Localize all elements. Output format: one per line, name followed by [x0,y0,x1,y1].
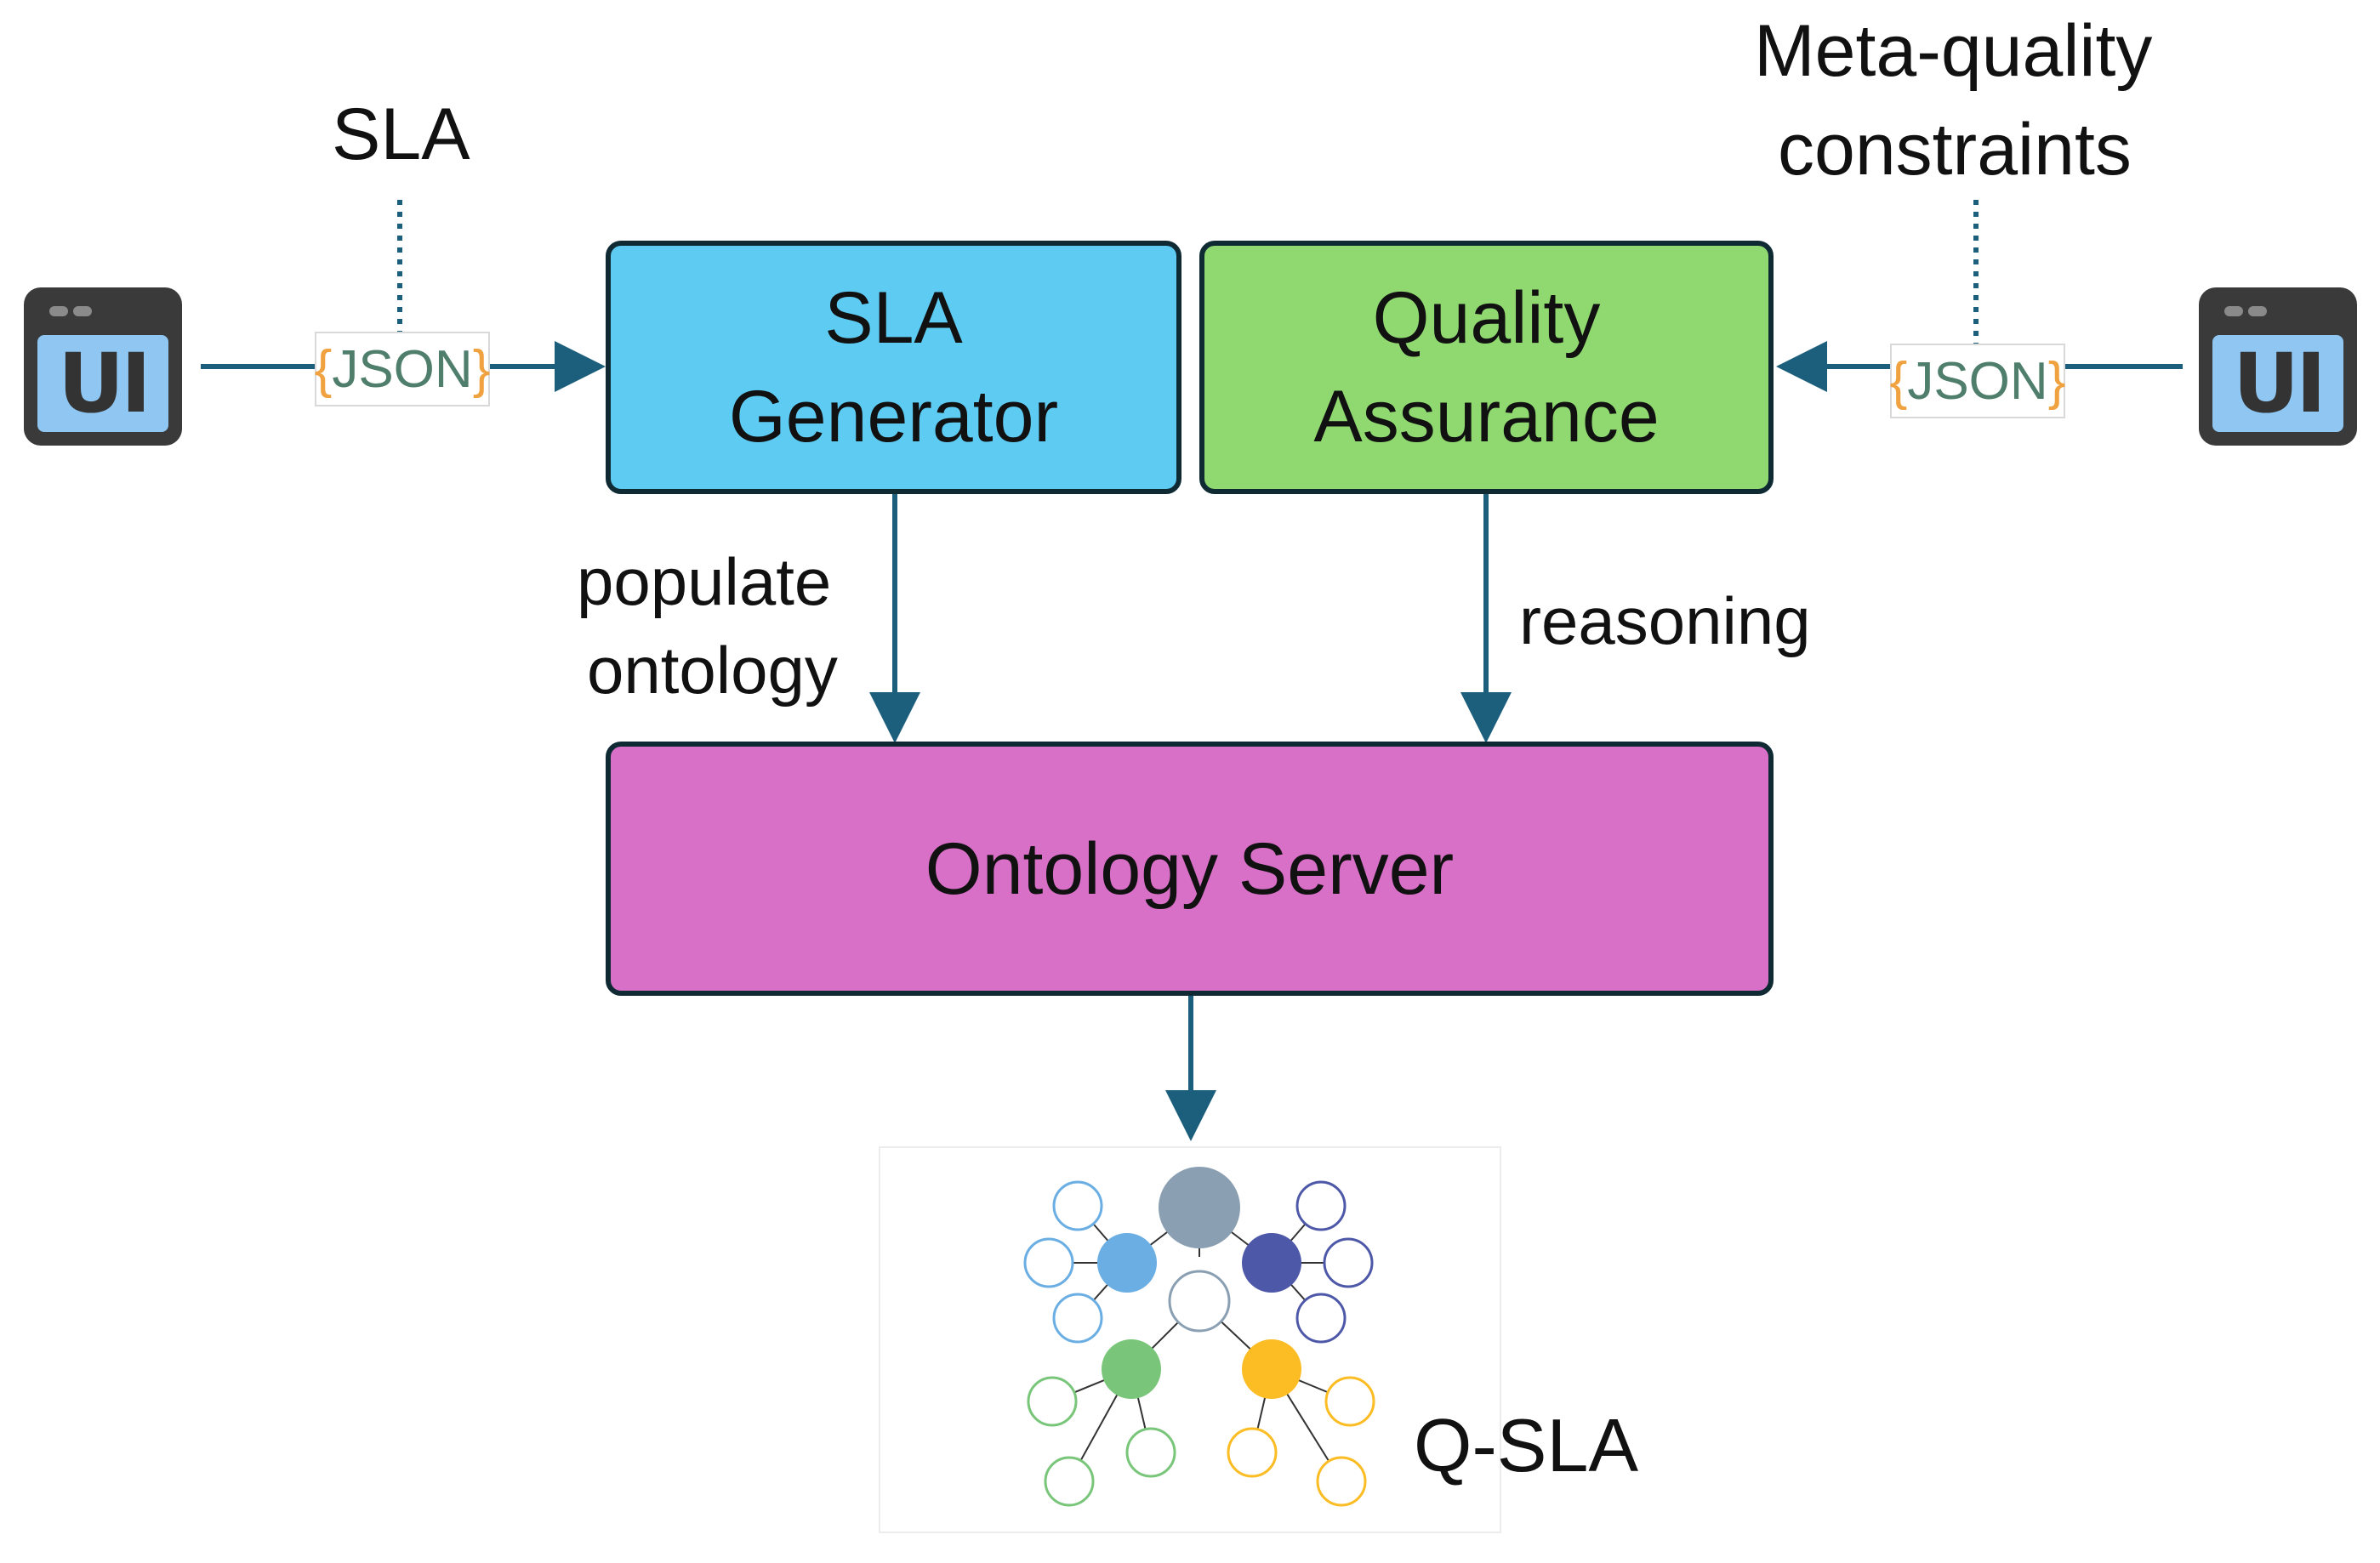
green-node [1102,1339,1161,1399]
quality-assurance-box: Quality Assurance [1199,241,1774,494]
ontology-server-box: Ontology Server [606,742,1774,996]
q-sla-ontology-graph [879,1146,1501,1533]
quality-assurance-label-line2: Assurance [1313,376,1660,458]
ontology-graph-drawing [1023,1167,1375,1507]
right-json-tag: { JSON } [1890,344,2065,418]
sla-label: SLA [332,94,470,175]
quality-assurance-label-line1: Quality [1372,277,1601,359]
blue-node [1097,1233,1157,1293]
right-ui-icon: UI [2199,287,2357,446]
ui-screen: UI [37,335,168,432]
json-text: JSON [332,339,473,399]
sla-generator-label-line2: Generator [728,376,1059,458]
window-dot-icon [2224,306,2243,316]
populate-ontology-label-line2: ontology [587,633,838,708]
sla-generator-label-line1: SLA [824,277,963,359]
window-dot-icon [2248,306,2267,316]
indigo-node [1242,1233,1301,1293]
populate-ontology-label-line1: populate [577,544,832,619]
window-dot-icon [49,306,68,316]
left-json-tag: { JSON } [315,332,490,406]
ui-screen: UI [2212,335,2343,432]
json-text: JSON [1907,351,2048,411]
meta-quality-label-line2: constraints [1778,109,2132,190]
sla-generator-box: SLA Generator [606,241,1181,494]
json-open-brace: { [1889,351,1908,411]
q-sla-label: Q-SLA [1414,1403,1639,1487]
json-close-brace: } [2047,351,2066,411]
json-open-brace: { [314,339,333,399]
yellow-node [1242,1339,1301,1399]
json-close-brace: } [472,339,491,399]
left-ui-icon: UI [24,287,182,446]
center-node [1168,1270,1231,1333]
reasoning-label: reasoning [1519,583,1811,658]
ontology-server-label: Ontology Server [925,827,1455,910]
root-node [1159,1167,1240,1248]
window-dot-icon [73,306,92,316]
meta-quality-label-line1: Meta-quality [1754,10,2153,92]
